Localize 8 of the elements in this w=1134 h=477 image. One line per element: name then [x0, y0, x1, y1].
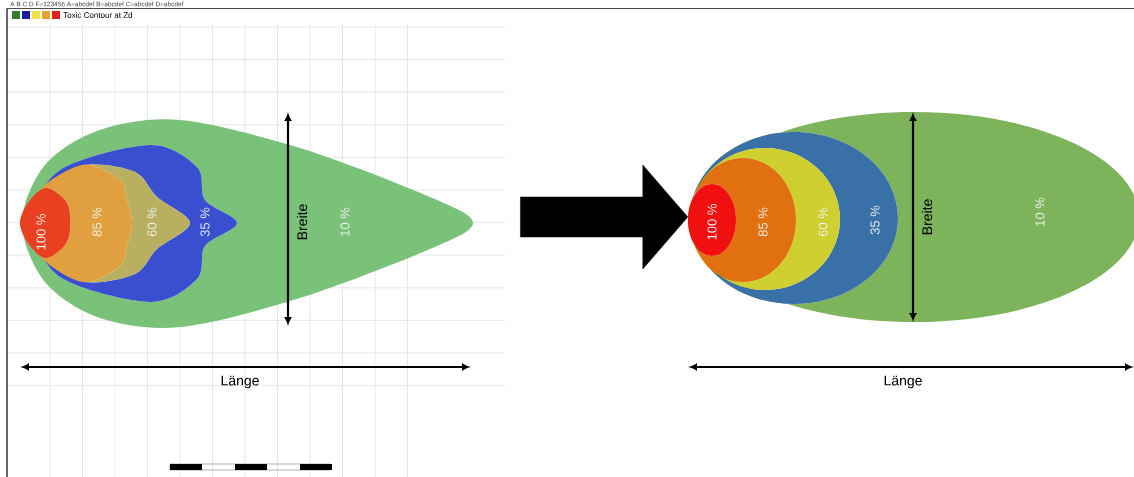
- dimension-label: Breite: [921, 199, 933, 235]
- block-arrow: [520, 164, 689, 270]
- dimension-label: Länge: [221, 375, 259, 389]
- dimension-label: Breite: [296, 204, 308, 240]
- dimension-label: Länge: [884, 375, 922, 389]
- ellipse-zone: 100 %: [688, 184, 736, 256]
- contour-zone: 100 %: [20, 188, 71, 259]
- legend-text: Toxic Contour at Zd: [63, 12, 133, 18]
